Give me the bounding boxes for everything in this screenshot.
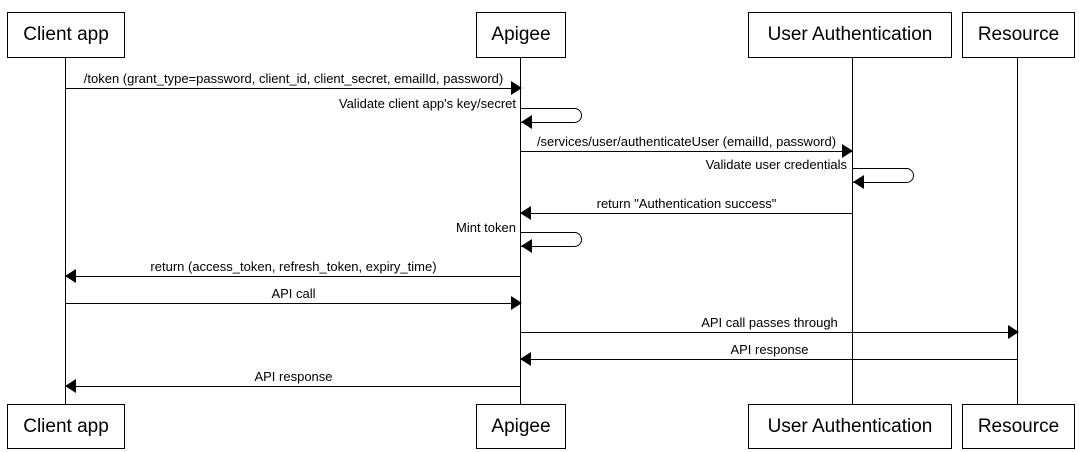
arrowhead-right-icon [842,144,853,158]
self-message-mint-token-loop [521,232,582,253]
message-api-response-resource: API response [520,342,1018,366]
actor-box-user-authentication-top: User Authentication [748,12,952,58]
actor-box-apigee-top: Apigee [476,12,566,58]
message-auth-success-return: return "Authentication success" [520,196,852,220]
actor-box-client-app-top: Client app [7,12,125,58]
message-line [521,332,1018,333]
actor-box-client-app-bottom: Client app [7,404,125,449]
message-line [521,359,1018,360]
message-label: API response [254,369,333,384]
actor-box-resource-bottom: Resource [962,404,1075,449]
actor-label: Resource [977,24,1060,45]
self-message-validate-credentials-loop [853,168,914,189]
actor-label: Client app [23,415,109,437]
actor-label: User Authentication [767,415,933,437]
actor-box-resource-top: Resource [962,12,1075,58]
self-message-validate-credentials-label: Validate user credentials [705,157,847,172]
arrowhead-left-icon [520,206,531,220]
arrowhead-left-icon [65,269,76,283]
message-line [66,276,521,277]
message-api-call: API call [66,286,522,310]
arrowhead-left-icon [520,352,531,366]
actor-label: Apigee [491,24,551,45]
message-authenticate-user: /services/user/authenticateUser (emailId… [521,134,853,158]
message-label: API call [271,286,316,301]
lifeline-resource [1017,58,1019,404]
arrowhead-right-icon [1008,325,1019,339]
arrowhead-left-icon [521,115,532,129]
actor-label: Client app [23,24,109,45]
message-line [66,303,521,304]
actor-box-user-authentication-bottom: User Authentication [748,404,952,449]
arrowhead-left-icon [65,379,76,393]
actor-label: Apigee [491,415,551,437]
actor-box-apigee-bottom: Apigee [476,404,566,449]
message-line [521,151,852,152]
self-message-mint-token-label: Mint token [456,220,516,235]
message-label: API response [730,342,809,357]
arrowhead-right-icon [511,81,522,95]
message-api-response-client: API response [65,369,521,393]
lifeline-apigee [520,58,522,404]
self-message-validate-key-secret-loop [521,108,582,129]
message-token-request: /token (grant_type=password, client_id, … [66,71,522,95]
self-message-validate-key-secret-label: Validate client app's key/secret [338,96,516,111]
lifeline-user-authentication [852,58,854,404]
message-line [66,88,521,89]
message-label: API call passes through [701,315,838,330]
actor-label: User Authentication [767,24,933,45]
message-line [66,386,521,387]
lifeline-client-app [65,58,67,404]
actor-label: Resource [977,415,1060,437]
arrowhead-right-icon [511,296,522,310]
arrowhead-left-icon [521,239,532,253]
message-api-call-passthrough: API call passes through [521,315,1019,339]
message-token-return: return (access_token, refresh_token, exp… [65,259,521,283]
message-label: return (access_token, refresh_token, exp… [150,259,437,274]
message-label: return "Authentication success" [596,196,777,211]
arrowhead-left-icon [853,175,864,189]
message-label: /services/user/authenticateUser (emailId… [536,134,837,149]
message-label: /token (grant_type=password, client_id, … [83,71,504,86]
message-line [521,213,852,214]
